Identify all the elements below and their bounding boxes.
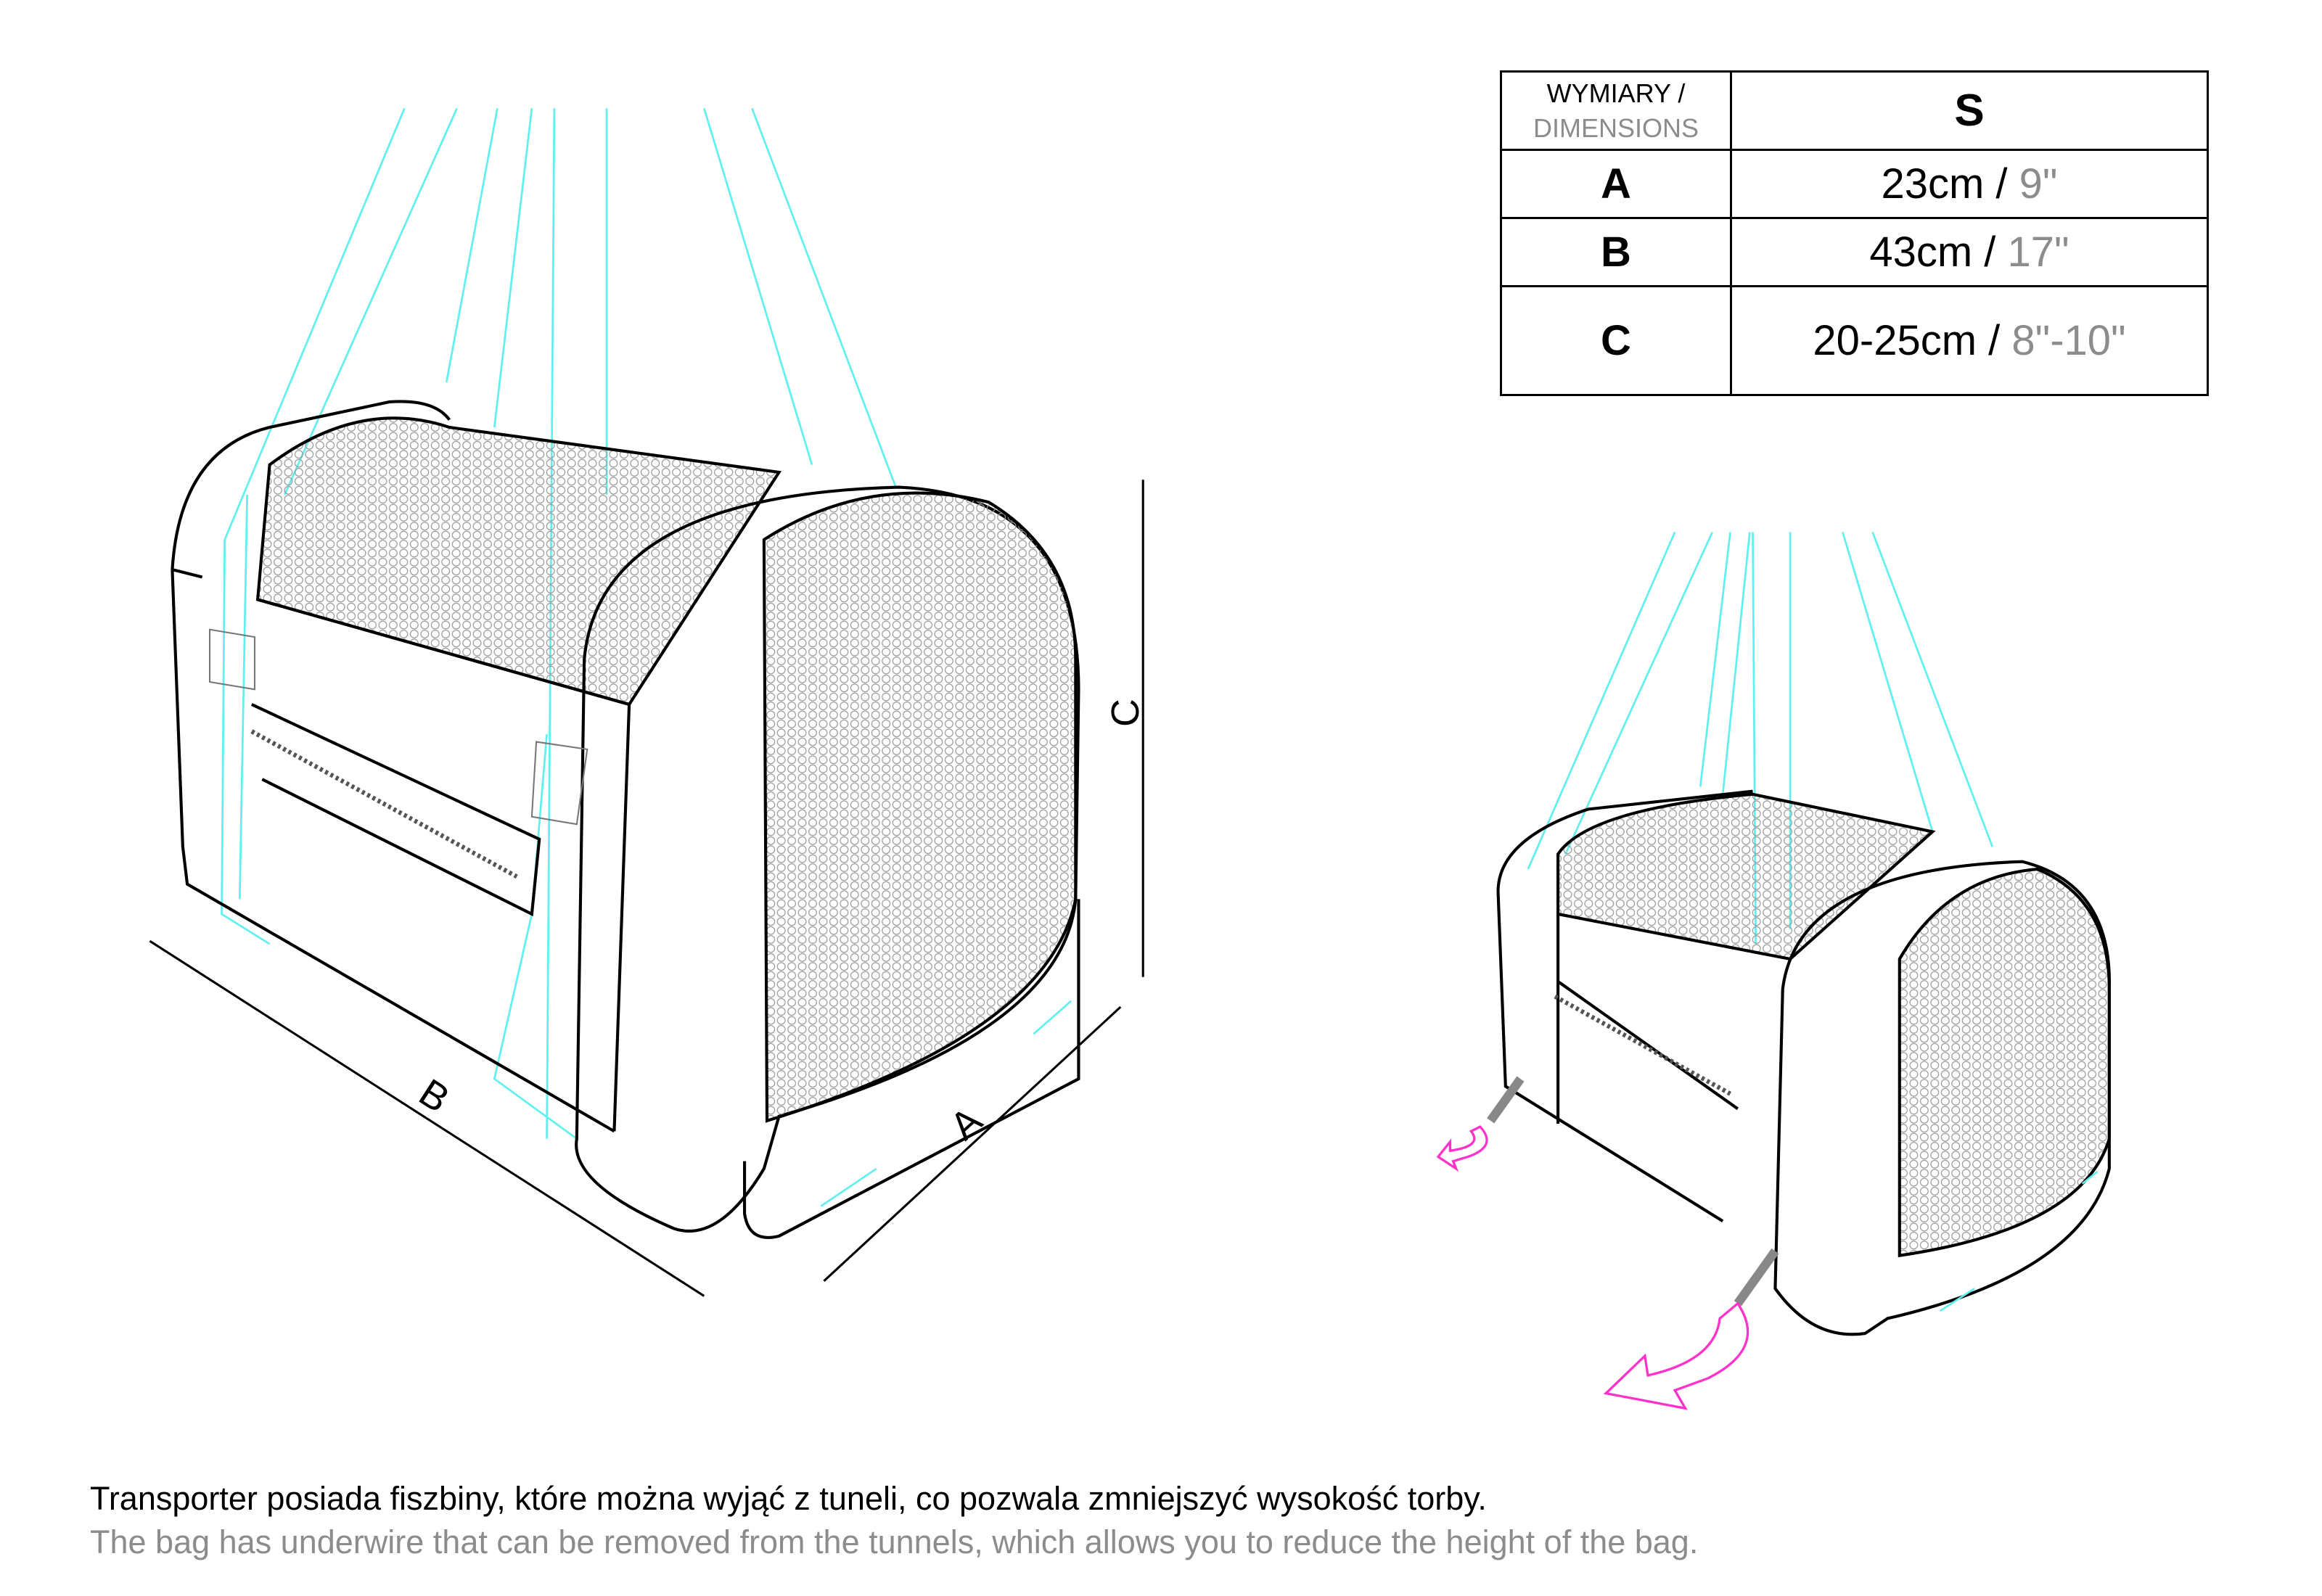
header-dimensions-cell: WYMIARY / DIMENSIONS [1500,70,1732,151]
straps-small [1527,531,1994,945]
header-label-pl: WYMIARY / [1546,78,1686,108]
row-label: C [1500,285,1732,396]
small-bag-top-mesh [1556,792,1936,961]
dimension-label-a: A [942,1098,990,1148]
small-zipper-line [1554,994,1732,1096]
dimension-lines [149,480,1144,1297]
arrow-icon [1603,1301,1749,1410]
imperial-value: 8"-10" [2011,317,2126,364]
metric-value: 43cm / [1869,229,1996,276]
small-side-mesh [1898,867,2111,1258]
metric-value: 23cm / [1881,160,2008,207]
row-value: 43cm / 17" [1730,217,2209,287]
imperial-value: 17" [2007,229,2069,276]
dimension-label-c: C [1104,699,1147,727]
caption-english: The bag has underwire that can be remove… [90,1523,1699,1560]
zipper-line [250,729,518,879]
remove-underwire-arrows [1436,1125,1749,1410]
size-header: S [1730,70,2209,151]
side-mesh [762,491,1078,1123]
row-label: B [1500,217,1732,287]
table-header-row: WYMIARY / DIMENSIONS S [1500,70,2209,151]
row-label: A [1500,149,1732,219]
caption: Transporter posiada fiszbiny, które możn… [90,1477,1698,1564]
table-row: B 43cm / 17" [1500,217,2209,287]
imperial-value: 9" [2019,160,2058,207]
large-bag-illustration [171,107,1080,1239]
bag-top-mesh [255,416,782,707]
row-value: 23cm / 9" [1730,149,2209,219]
table-row: A 23cm / 9" [1500,149,2209,219]
dimensions-table: WYMIARY / DIMENSIONS S A 23cm / 9" B 43c… [1500,70,2209,396]
row-value: 20-25cm / 8"-10" [1730,285,2209,396]
metric-value: 20-25cm / [1813,317,2001,364]
table-row: C 20-25cm / 8"-10" [1500,285,2209,396]
caption-polish: Transporter posiada fiszbiny, które możn… [90,1480,1487,1517]
side-panel-outline [575,485,1080,1233]
arrow-icon [1436,1125,1488,1172]
small-bag-illustration [1487,531,2111,1336]
header-label-en: DIMENSIONS [1533,112,1699,143]
